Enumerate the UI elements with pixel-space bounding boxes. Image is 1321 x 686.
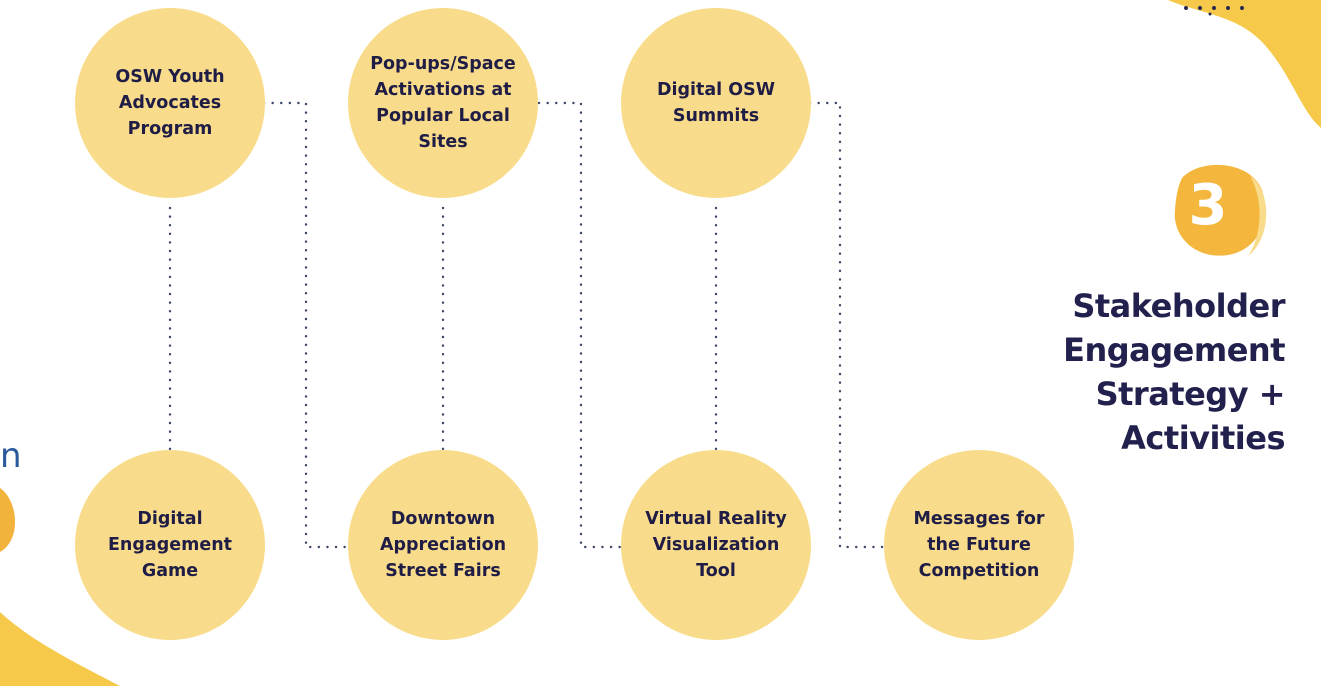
node-digital-engagement-game: Digital Engagement Game <box>75 450 265 640</box>
connector-summits-messages <box>808 101 886 549</box>
node-label: Digital Engagement Game <box>107 509 233 581</box>
top-right-blob <box>1168 0 1321 128</box>
cropped-edge-text: n <box>0 436 22 476</box>
connector-youth-fairs <box>262 101 352 549</box>
node-messages-future-competition: Messages for the Future Competition <box>884 450 1074 640</box>
node-digital-osw-summits: Digital OSW Summits <box>621 8 811 198</box>
node-downtown-street-fairs: Downtown Appreciation Street Fairs <box>348 450 538 640</box>
node-label: Downtown Appreciation Street Fairs <box>379 509 507 581</box>
connector-popups-vr <box>537 101 624 549</box>
section-heading: Stakeholder Engagement Strategy + Activi… <box>1063 287 1285 457</box>
node-osw-youth-advocates: OSW Youth Advocates Program <box>75 8 265 198</box>
section-number-badge: 3 <box>1188 172 1228 238</box>
badge-shadow <box>1248 176 1267 256</box>
badge-blob <box>1174 164 1266 256</box>
node-label: OSW Youth Advocates Program <box>115 67 225 139</box>
bottom-left-blob <box>0 612 120 686</box>
node-label: Pop-ups/Space Activations at Popular Loc… <box>370 54 516 152</box>
node-label: Virtual Reality Visualization Tool <box>645 509 787 581</box>
node-popups-space-activations: Pop-ups/Space Activations at Popular Loc… <box>348 8 538 198</box>
connectors <box>168 101 886 549</box>
node-label: Messages for the Future Competition <box>913 509 1045 581</box>
top-right-dots <box>1184 6 1244 16</box>
node-virtual-reality-tool: Virtual Reality Visualization Tool <box>621 450 811 640</box>
node-label: Digital OSW Summits <box>656 80 776 126</box>
left-edge-arc <box>0 488 16 552</box>
